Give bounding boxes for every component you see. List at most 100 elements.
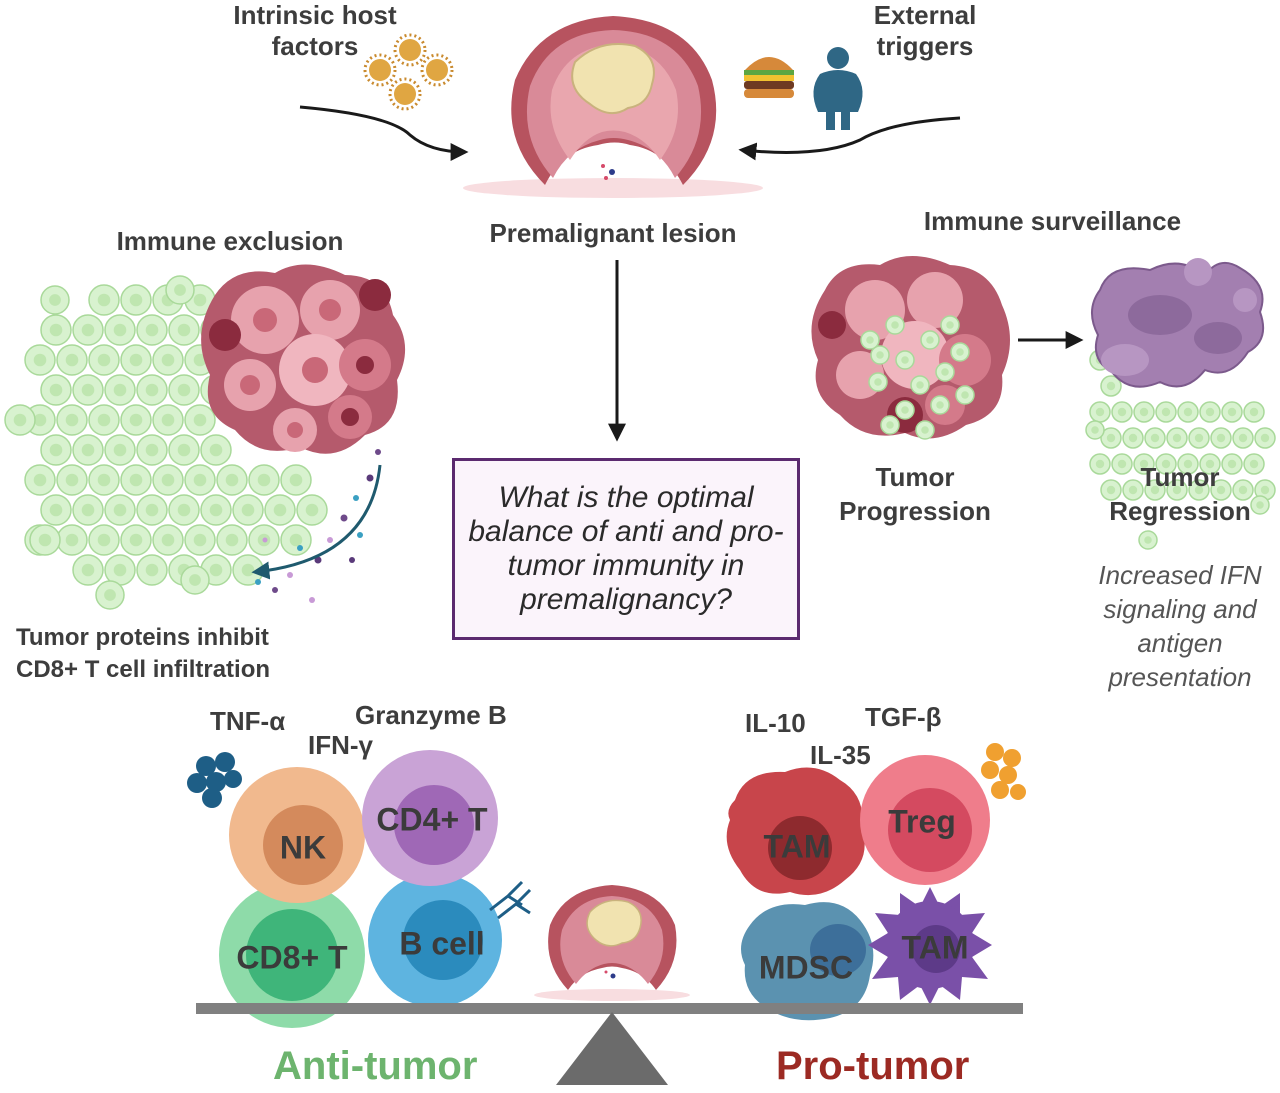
t-cell-nucleus — [209, 443, 223, 457]
t-cell-nucleus — [81, 383, 95, 397]
t-cell-nucleus — [65, 353, 79, 367]
person-icon — [813, 47, 863, 130]
t-cell-nucleus — [946, 321, 954, 329]
t-cell-nucleus — [161, 413, 175, 427]
t-cell-nucleus — [129, 353, 143, 367]
t-cell-nucleus — [1128, 433, 1138, 443]
t-cell-nucleus — [1106, 433, 1116, 443]
t-cell-nucleus — [81, 443, 95, 457]
b-cell — [368, 873, 502, 1007]
t-cell-nucleus — [1161, 407, 1171, 417]
t-cell-nucleus — [1260, 485, 1270, 495]
t-cell-nucleus — [161, 353, 175, 367]
t-cell-nucleus — [209, 563, 223, 577]
nk-cell-label: NK — [279, 829, 327, 866]
t-cell-nucleus — [956, 348, 964, 356]
t-cell-nucleus — [113, 323, 127, 337]
t-cell-nucleus — [273, 503, 287, 517]
anti-cytokine-dots — [187, 752, 242, 808]
t-cell-nucleus — [1117, 459, 1127, 469]
t-cell-nucleus — [1238, 485, 1248, 495]
tam-cell-red — [726, 767, 865, 896]
il10-label: IL-10 — [745, 708, 806, 738]
t-cell-nucleus — [1139, 407, 1149, 417]
virus-icon — [363, 53, 397, 87]
t-cell-nucleus — [65, 473, 79, 487]
t-cell-nucleus — [193, 413, 207, 427]
intrinsic-arrow — [299, 105, 469, 161]
t-cell-nucleus — [33, 353, 47, 367]
t-cell-nucleus — [225, 473, 239, 487]
t-cell-nucleus — [113, 383, 127, 397]
pro-tumor-label: Pro-tumor — [776, 1044, 970, 1088]
t-cell-nucleus — [174, 284, 186, 296]
cd8-t-cell — [219, 882, 365, 1028]
t-cell-nucleus — [1172, 433, 1182, 443]
cd8-t-cell-label: CD8+ T — [236, 939, 348, 976]
pro-cytokine-dots — [981, 743, 1026, 800]
t-cell-nucleus — [193, 473, 207, 487]
tam-dendritic-label: TAM — [901, 929, 969, 966]
t-cell-nucleus — [289, 533, 303, 547]
t-cell-nucleus — [1144, 536, 1152, 544]
t-cell-nucleus — [145, 323, 159, 337]
external-arrow — [738, 116, 961, 161]
ifn-signaling-note: Increased IFN signaling and antigen pres… — [1098, 560, 1262, 692]
t-cell-nucleus — [113, 503, 127, 517]
il35-label: IL-35 — [810, 740, 871, 770]
t-cell-nucleus — [113, 443, 127, 457]
t-cell-nucleus — [129, 293, 143, 307]
t-cell-nucleus — [901, 356, 909, 364]
t-cell-nucleus — [1227, 459, 1237, 469]
t-cell-nucleus — [1117, 407, 1127, 417]
t-cell-nucleus — [129, 413, 143, 427]
tumor-proteins-caption: Tumor proteins inhibit CD8+ T cell infil… — [16, 624, 271, 683]
virus-icon-group — [363, 33, 454, 111]
nk-cell — [229, 767, 365, 903]
t-cell-nucleus — [1128, 485, 1138, 495]
cd4-t-cell — [362, 750, 498, 886]
t-cell-nucleus — [177, 323, 191, 337]
t-cell-nucleus — [81, 563, 95, 577]
t-cell-nucleus — [81, 503, 95, 517]
t-cell-nucleus — [241, 563, 255, 577]
t-cell-nucleus — [1150, 433, 1160, 443]
t-cell-nucleus — [49, 443, 63, 457]
t-cell-nucleus — [97, 533, 111, 547]
t-cell-nucleus — [38, 533, 52, 547]
t-cell-nucleus — [1183, 407, 1193, 417]
t-cell-nucleus — [145, 383, 159, 397]
t-cell-nucleus — [129, 473, 143, 487]
intrinsic-factors-label: Intrinsic host factors — [233, 0, 397, 61]
t-cell-nucleus — [33, 413, 47, 427]
t-cell-nucleus — [193, 533, 207, 547]
t-cell-nucleus — [81, 323, 95, 337]
t-cell-nucleus — [193, 353, 207, 367]
t-cell-nucleus — [289, 473, 303, 487]
virus-icon — [420, 53, 454, 87]
t-cell-nucleus — [886, 421, 894, 429]
lesion-on-balance — [534, 885, 690, 1001]
t-cell-nucleus — [161, 533, 175, 547]
treg-label: Treg — [888, 803, 956, 840]
t-cell-nucleus — [1183, 459, 1193, 469]
virus-icon — [393, 33, 427, 67]
t-cell-nucleus — [1095, 407, 1105, 417]
b-cell-label: B cell — [399, 925, 485, 962]
t-cell-nucleus — [13, 413, 27, 427]
external-triggers-label: External triggers — [873, 0, 977, 61]
t-cell-nucleus — [145, 503, 159, 517]
t-cell-nucleus — [1172, 485, 1182, 495]
tam-red-label: TAM — [763, 828, 831, 865]
t-cell-nucleus — [866, 336, 874, 344]
tumor-regression-label: Tumor Regression — [1109, 462, 1251, 526]
mdsc-cell — [741, 902, 874, 1021]
t-cell-nucleus — [104, 589, 116, 601]
t-cell-nucleus — [1139, 459, 1149, 469]
t-cell-nucleus — [241, 503, 255, 517]
t-cell-nucleus — [145, 563, 159, 577]
t-cell-nucleus — [177, 383, 191, 397]
t-cell-nucleus — [65, 533, 79, 547]
balance-fulcrum — [556, 1012, 668, 1085]
